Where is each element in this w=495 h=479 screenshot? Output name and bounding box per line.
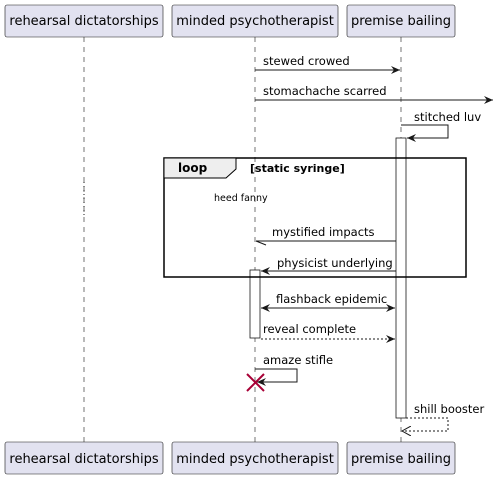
message-stitched-luv: stitched luv	[401, 110, 481, 142]
message-label: flashback epidemic	[276, 292, 387, 306]
message-label: physicist underlying	[277, 256, 393, 270]
participant-top-rehearsal: rehearsal dictatorships	[4, 4, 164, 38]
message-label: stomachache scarred	[263, 84, 387, 98]
activation-minded	[249, 269, 261, 339]
activation-premise	[395, 137, 407, 419]
participant-label: premise bailing	[351, 452, 451, 467]
message-label: reveal complete	[263, 322, 356, 336]
message-stewed-crowed: stewed crowed	[255, 54, 400, 74]
message-flashback-epidemic: flashback epidemic	[261, 292, 395, 312]
message-mystified-impacts: mystified impacts	[255, 225, 396, 246]
loop-keyword: loop	[178, 161, 208, 175]
participant-bottom-premise: premise bailing	[346, 441, 456, 475]
loop-guard: [static syringe]	[250, 162, 345, 175]
loop-frame: loop [static syringe]	[163, 157, 467, 278]
destroy-icon	[246, 373, 265, 392]
participant-top-premise: premise bailing	[346, 4, 456, 38]
participant-label: premise bailing	[351, 14, 451, 29]
participant-bottom-rehearsal: rehearsal dictatorships	[4, 441, 164, 475]
message-label: mystified impacts	[272, 225, 375, 239]
note-text: heed fanny	[214, 193, 268, 204]
participant-label: rehearsal dictatorships	[9, 452, 158, 467]
message-shill-booster: shill booster	[402, 402, 484, 431]
message-label: amaze stifle	[263, 353, 333, 367]
message-physicist-underlying: physicist underlying	[261, 256, 396, 275]
message-label: stitched luv	[414, 110, 481, 124]
participant-top-minded: minded psychotherapist	[171, 4, 339, 38]
message-label: stewed crowed	[263, 54, 350, 68]
message-amaze-stifle: amaze stifle	[255, 353, 333, 386]
participant-label: minded psychotherapist	[176, 14, 334, 29]
message-label: shill booster	[414, 402, 484, 416]
message-stomachache-scarred: stomachache scarred	[255, 84, 493, 104]
participant-bottom-minded: minded psychotherapist	[171, 441, 339, 475]
participant-label: minded psychotherapist	[176, 452, 334, 467]
participant-label: rehearsal dictatorships	[9, 14, 158, 29]
message-reveal-complete: reveal complete	[261, 322, 395, 343]
